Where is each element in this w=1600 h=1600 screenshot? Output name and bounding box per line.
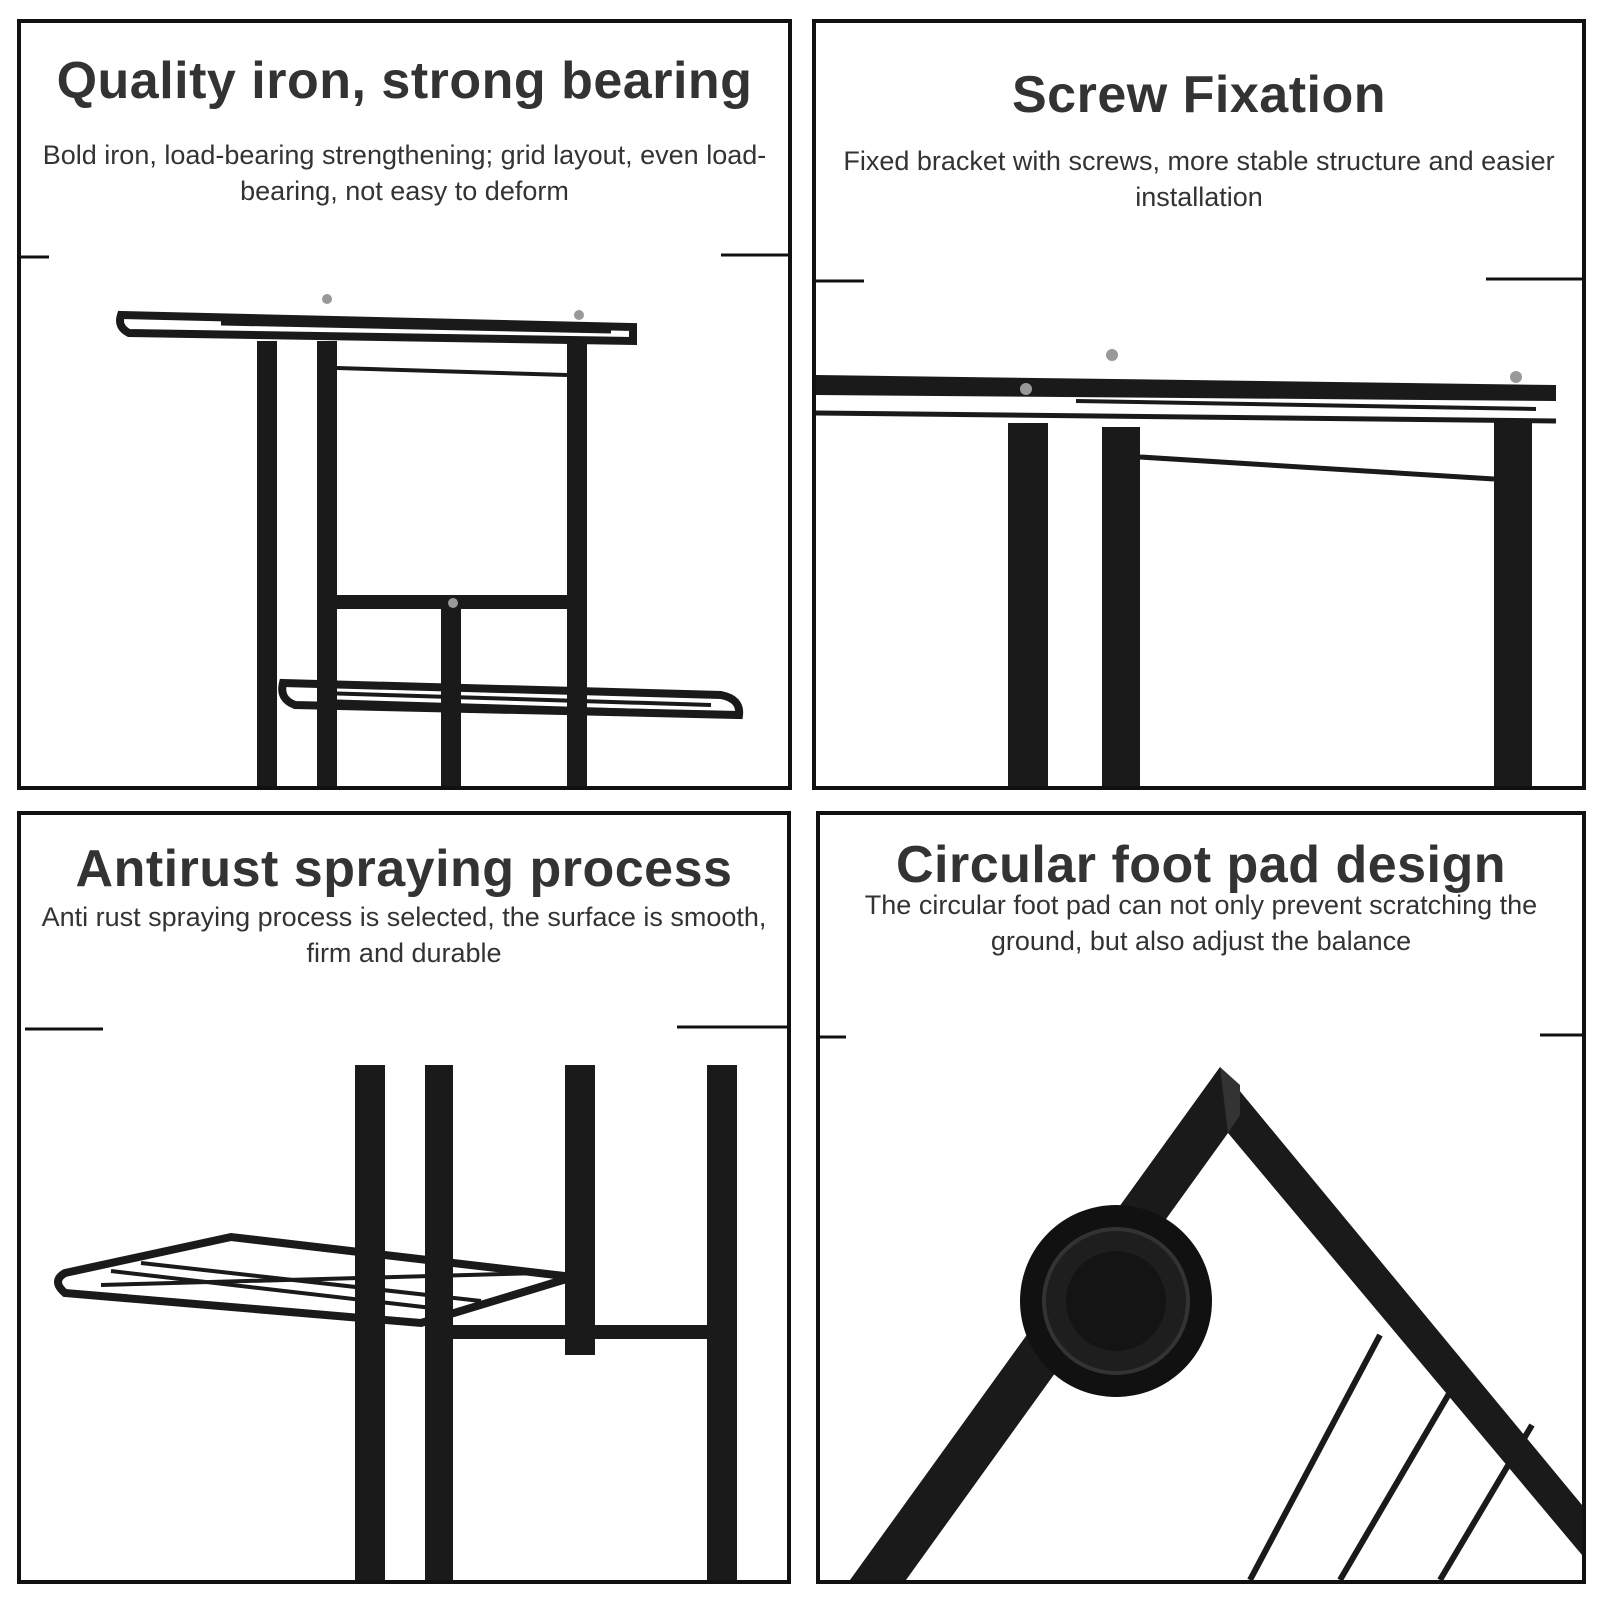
sprayed-shelf-image xyxy=(25,1025,787,1580)
screw-bracket-image xyxy=(816,277,1582,786)
panel-description: Bold iron, load-bearing strengthening; g… xyxy=(42,140,767,206)
panel-description: The circular foot pad can not only preve… xyxy=(864,890,1538,956)
feature-panel-quality-iron: Quality iron, strong bearing Bold iron, … xyxy=(17,19,792,790)
panel-title: Screw Fixation xyxy=(1012,66,1386,124)
panel-description: Fixed bracket with screws, more stable s… xyxy=(843,146,1555,212)
panel-title: Quality iron, strong bearing xyxy=(56,52,753,110)
feature-panel-screw-fixation: Screw Fixation Fixed bracket with screws… xyxy=(812,19,1586,790)
feature-panel-antirust: Antirust spraying process Anti rust spra… xyxy=(17,811,791,1584)
feature-panel-foot-pad: Circular foot pad design The circular fo… xyxy=(816,811,1586,1584)
panel-description: Anti rust spraying process is selected, … xyxy=(41,902,767,968)
foot-pad-image xyxy=(820,1033,1582,1580)
panel-title: Antirust spraying process xyxy=(75,840,733,898)
plant-stand-overview-image xyxy=(21,253,788,786)
panel-title: Circular foot pad design xyxy=(895,836,1507,894)
